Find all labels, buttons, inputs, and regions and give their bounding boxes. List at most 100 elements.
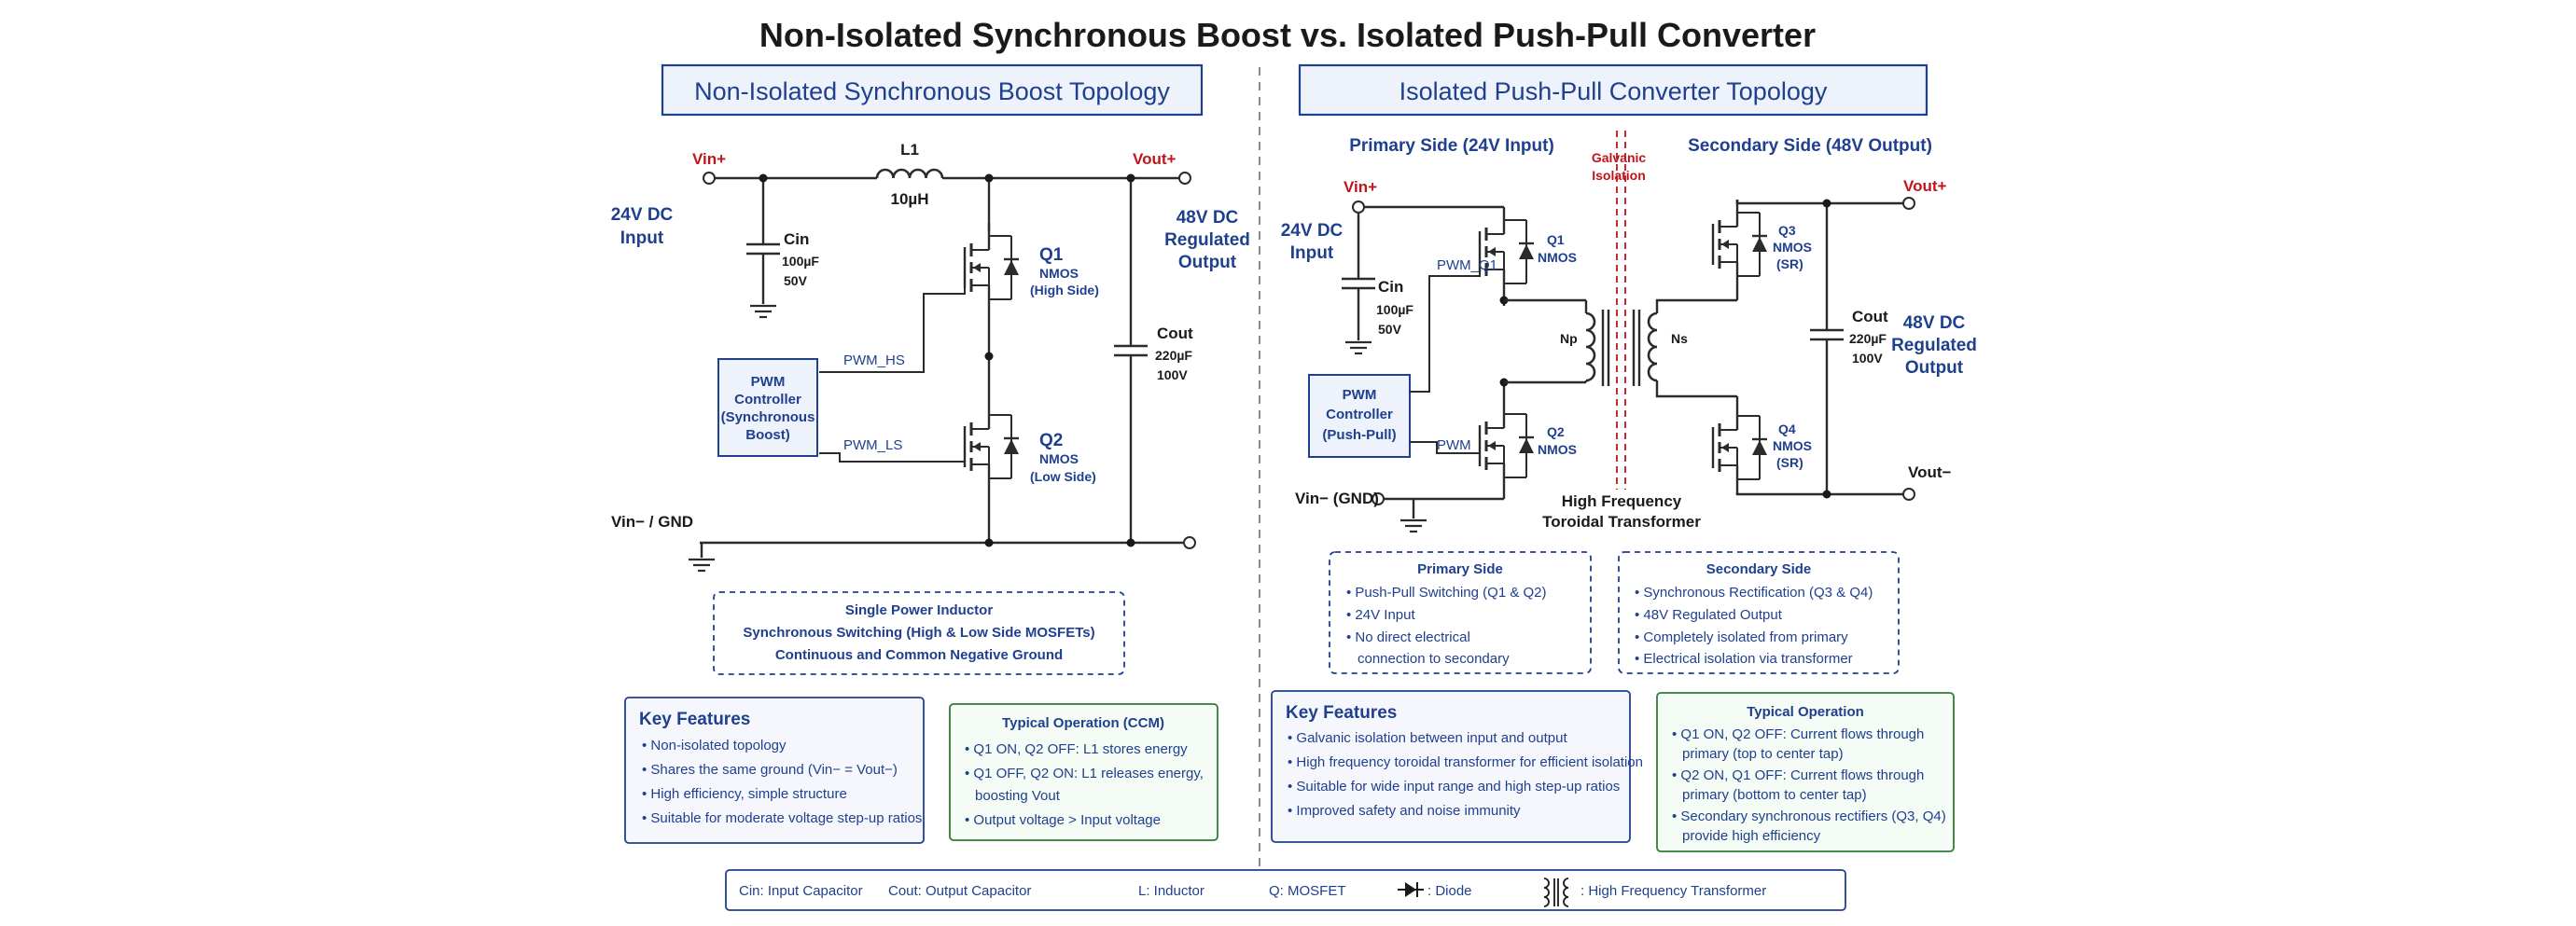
boost-summary-2: Synchronous Switching (High & Low Side M…: [743, 625, 1094, 641]
pushpull-operation-2: primary (top to center tap): [1682, 746, 1844, 762]
isolation-label-2: Isolation: [1592, 168, 1646, 183]
pushpull-feature-2: • High frequency toroidal transformer fo…: [1288, 754, 1643, 770]
transformer-label-2: Toroidal Transformer: [1542, 513, 1701, 531]
secondary-box-item-2: • 48V Regulated Output: [1635, 607, 1783, 623]
transformer-label-1: High Frequency: [1562, 492, 1682, 510]
legend-transformer: : High Frequency Transformer: [1580, 883, 1766, 899]
pp-q1-name: Q1: [1547, 232, 1565, 247]
transformer-icon: [1543, 878, 1569, 907]
primary-winding: [1585, 311, 1596, 382]
legend-cin: Cin: Input Capacitor: [739, 883, 863, 899]
np-label: Np: [1560, 331, 1578, 346]
boost-controller-line-3: (Synchronous: [721, 409, 815, 425]
pushpull-section: Isolated Push-Pull Converter Topology Pr…: [1271, 63, 1977, 852]
boost-operation-3: boosting Vout: [975, 788, 1061, 804]
diode-icon: [1398, 882, 1424, 897]
primary-side-label: Primary Side (24V Input): [1349, 136, 1554, 156]
pp-q2-type: NMOS: [1538, 442, 1577, 457]
pp-q1-type: NMOS: [1538, 250, 1577, 265]
pp-q2-name: Q2: [1547, 424, 1565, 439]
pp-controller-line-3: (Push-Pull): [1322, 427, 1396, 443]
pushpull-operation-1: • Q1 ON, Q2 OFF: Current flows through: [1672, 726, 1924, 742]
pushpull-operation-5: • Secondary synchronous rectifiers (Q3, …: [1672, 809, 1946, 824]
boost-controller-line-2: Controller: [734, 392, 801, 408]
boost-features-box: [624, 697, 925, 844]
pp-vin-plus: Vin+: [1344, 178, 1377, 196]
pp-cout-name: Cout: [1852, 308, 1888, 325]
pp-controller-line-1: PWM: [1343, 387, 1377, 403]
pp-vin-minus-terminal: [1372, 492, 1385, 505]
pp-input-label-1: 24V DC: [1281, 221, 1344, 241]
boost-controller-line-1: PWM: [751, 374, 786, 390]
pp-cin-name: Cin: [1378, 278, 1403, 296]
legend-diode: : Diode: [1427, 883, 1472, 899]
q1-type: NMOS: [1039, 266, 1079, 281]
ns-label: Ns: [1671, 331, 1688, 346]
vin-plus-terminal: [703, 172, 716, 185]
pp-output-label-2: Regulated: [1891, 336, 1977, 355]
pushpull-operation-4: primary (bottom to center tap): [1682, 787, 1867, 803]
inductor-l1-symbol: [875, 168, 944, 179]
pp-cout-value: 220µF: [1849, 331, 1887, 346]
boost-vout-plus: Vout+: [1133, 150, 1177, 168]
inductor-value: 10µH: [891, 190, 929, 208]
cout-value: 220µF: [1155, 348, 1192, 363]
secondary-winding: [1647, 311, 1658, 382]
legend-inductor: L: Inductor: [1138, 883, 1204, 899]
boost-summary-3: Continuous and Common Negative Ground: [775, 647, 1063, 663]
inductor-name: L1: [900, 141, 919, 159]
boost-operation-title: Typical Operation (CCM): [1002, 715, 1164, 731]
pushpull-pwm-controller: [1308, 374, 1411, 458]
boost-gnd-label: Vin− / GND: [611, 513, 693, 531]
pushpull-header-box: [1298, 63, 1929, 117]
cin-rating: 50V: [784, 273, 808, 288]
primary-box-item-4: connection to secondary: [1358, 651, 1510, 667]
boost-operation-4: • Output voltage > Input voltage: [965, 812, 1161, 828]
boost-header-box: [661, 63, 1204, 117]
boost-output-label-3: Output: [1178, 253, 1237, 272]
secondary-box-item-4: • Electrical isolation via transformer: [1635, 651, 1853, 667]
boost-output-label-2: Regulated: [1164, 230, 1250, 250]
pushpull-features-box: [1271, 690, 1631, 843]
pp-output-label-1: 48V DC: [1903, 313, 1966, 333]
pp-vout-minus-terminal: [1902, 488, 1915, 501]
pushpull-operation-title: Typical Operation: [1747, 704, 1864, 720]
cout-name: Cout: [1157, 325, 1193, 342]
secondary-side-label: Secondary Side (48V Output): [1688, 136, 1932, 156]
boost-input-label-2: Input: [620, 228, 664, 248]
boost-feature-3: • High efficiency, simple structure: [642, 786, 847, 802]
pushpull-operation-6: provide high efficiency: [1682, 828, 1821, 844]
pushpull-feature-1: • Galvanic isolation between input and o…: [1288, 730, 1567, 746]
pwm-q1-label: PWM_Q1: [1437, 257, 1497, 273]
legend-mosfet: Q: MOSFET: [1269, 883, 1346, 899]
boost-summary-1: Single Power Inductor: [845, 602, 994, 618]
cin-name: Cin: [784, 230, 809, 248]
legend-cout: Cout: Output Capacitor: [888, 883, 1031, 899]
boost-output-label-1: 48V DC: [1177, 208, 1239, 228]
pp-output-label-3: Output: [1905, 358, 1964, 378]
primary-box-item-1: • Push-Pull Switching (Q1 & Q2): [1346, 585, 1547, 601]
pp-q4-role: (SR): [1776, 455, 1803, 470]
page-title: Non-Isolated Synchronous Boost vs. Isola…: [759, 16, 1816, 54]
pwm-q2-label: PWM: [1437, 437, 1471, 453]
boost-feature-1: • Non-isolated topology: [642, 738, 787, 753]
pwm-hs-label: PWM_HS: [843, 352, 905, 368]
pp-vout-plus-terminal: [1902, 197, 1915, 210]
boost-pwm-controller: [717, 358, 818, 457]
primary-box-item-3: • No direct electrical: [1346, 629, 1470, 645]
pwm-ls-label: PWM_LS: [843, 437, 902, 453]
vout-plus-terminal: [1178, 172, 1191, 185]
pp-q4-name: Q4: [1778, 422, 1796, 436]
pp-cin-value: 100µF: [1376, 302, 1413, 317]
pushpull-features-title: Key Features: [1286, 703, 1397, 723]
pp-q3-name: Q3: [1778, 223, 1796, 238]
primary-box-item-2: • 24V Input: [1346, 607, 1415, 623]
pp-vout-plus: Vout+: [1903, 177, 1947, 195]
q2-role: (Low Side): [1030, 469, 1096, 484]
pushpull-operation-box: [1656, 692, 1955, 852]
boost-vin-plus: Vin+: [692, 150, 726, 168]
pp-q3-role: (SR): [1776, 256, 1803, 271]
pp-q4-type: NMOS: [1773, 438, 1812, 453]
secondary-box-item-1: • Synchronous Rectification (Q3 & Q4): [1635, 585, 1873, 601]
